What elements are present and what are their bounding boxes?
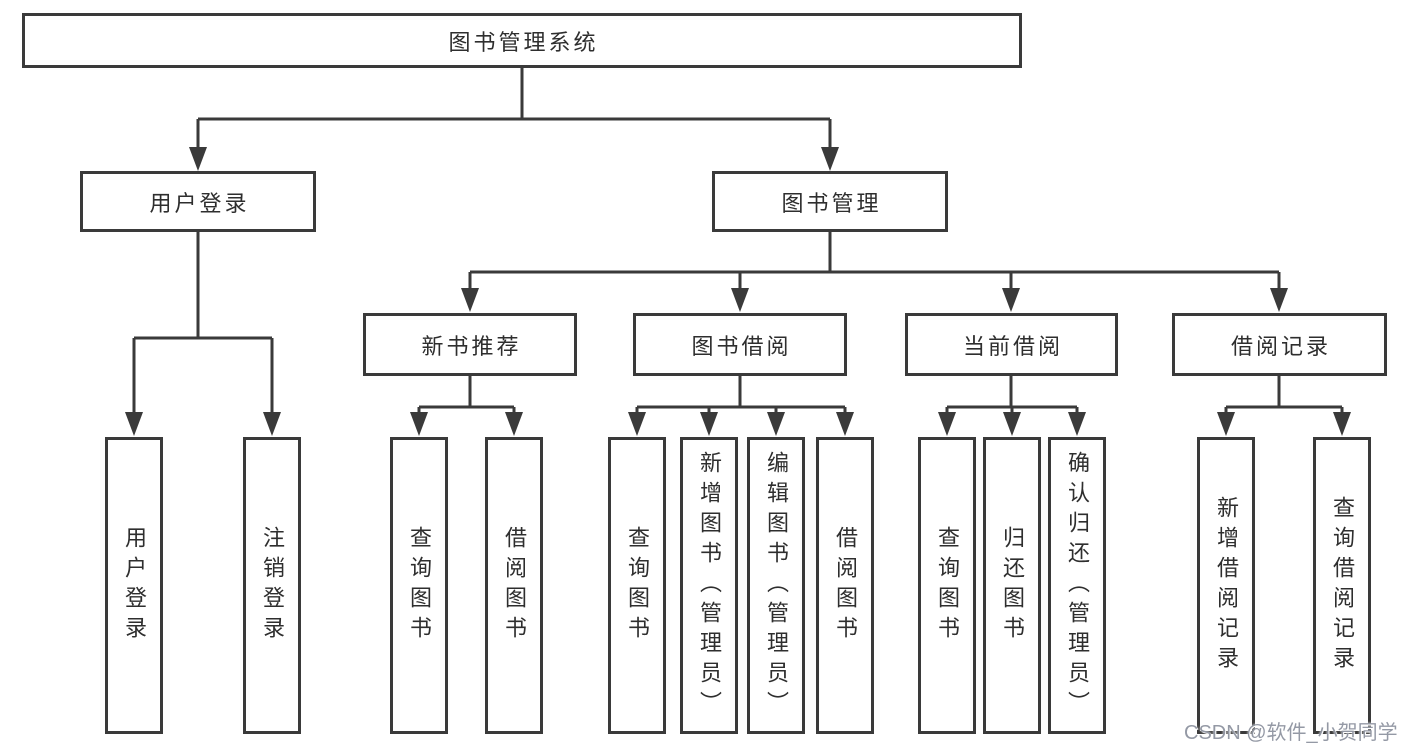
node-label: 查询图书 <box>625 525 650 646</box>
node-root: 图书管理系统 <box>22 13 1022 68</box>
leaf-edit-books-admin: 编辑图书（管理员） <box>747 437 805 734</box>
connector-borrow-record-branch <box>1224 376 1344 416</box>
arrowhead-icon <box>505 412 523 436</box>
arrowhead-icon <box>700 412 718 436</box>
leaf-add-borrow-record: 新增借阅记录 <box>1197 437 1255 734</box>
arrowhead-icon <box>125 412 143 436</box>
node-current-borrow: 当前借阅 <box>905 313 1118 376</box>
node-user-login: 用户登录 <box>80 171 316 232</box>
arrowhead-icon <box>1003 412 1021 436</box>
node-new-book-recommend: 新书推荐 <box>363 313 577 376</box>
leaf-confirm-return-admin: 确认归还（管理员） <box>1048 437 1106 734</box>
node-book-management: 图书管理 <box>712 171 948 232</box>
arrowhead-icon <box>821 147 839 171</box>
node-label: 新增图书（管理员） <box>697 450 722 721</box>
leaf-borrow-books: 借阅图书 <box>816 437 874 734</box>
connector-book-borrow-branch <box>635 376 847 416</box>
arrowhead-icon <box>1333 412 1351 436</box>
node-label: 图书管理 <box>781 190 882 216</box>
node-label: 归还图书 <box>1000 525 1025 646</box>
arrowhead-icon <box>836 412 854 436</box>
arrowhead-icon <box>938 412 956 436</box>
connector-user-login-branch <box>132 232 274 415</box>
leaf-logout: 注销登录 <box>243 437 301 734</box>
node-label: 查询图书 <box>935 525 960 646</box>
node-book-borrow: 图书借阅 <box>633 313 847 376</box>
node-label: 借阅图书 <box>502 525 527 646</box>
leaf-query-books-current: 查询图书 <box>918 437 976 734</box>
node-label: 用户登录 <box>149 190 250 216</box>
arrowhead-icon <box>1002 288 1020 312</box>
arrowhead-icon <box>1068 412 1086 436</box>
node-label: 查询借阅记录 <box>1330 495 1355 676</box>
node-label: 确认归还（管理员） <box>1065 450 1090 721</box>
leaf-return-books: 归还图书 <box>983 437 1041 734</box>
arrowheads <box>125 147 1351 436</box>
node-label: 查询图书 <box>407 525 432 646</box>
arrowhead-icon <box>731 288 749 312</box>
arrowhead-icon <box>263 412 281 436</box>
arrowhead-icon <box>1217 412 1235 436</box>
node-label: 当前借阅 <box>962 333 1063 359</box>
leaf-query-books-recommend: 查询图书 <box>390 437 448 734</box>
watermark: CSDN @软件_小贺同学 <box>1184 722 1398 744</box>
node-label: 新书推荐 <box>421 333 522 359</box>
leaf-query-books-borrow: 查询图书 <box>608 437 666 734</box>
node-label: 图书管理系统 <box>448 29 599 55</box>
node-label: 编辑图书（管理员） <box>764 450 789 721</box>
node-label: 用户登录 <box>122 525 147 646</box>
leaf-query-borrow-record: 查询借阅记录 <box>1313 437 1371 734</box>
node-label: 借阅记录 <box>1230 333 1331 359</box>
connector-current-borrow-branch <box>945 376 1079 416</box>
node-label: 图书借阅 <box>691 333 792 359</box>
arrowhead-icon <box>461 288 479 312</box>
connector-new-book-branch <box>417 376 516 416</box>
leaf-user-login: 用户登录 <box>105 437 163 734</box>
connector-root-to-level1 <box>196 68 832 151</box>
leaf-add-books-admin: 新增图书（管理员） <box>680 437 738 734</box>
arrowhead-icon <box>189 147 207 171</box>
node-label: 借阅图书 <box>833 525 858 646</box>
arrowhead-icon <box>1270 288 1288 312</box>
node-borrow-records: 借阅记录 <box>1172 313 1387 376</box>
connector-book-management-branch <box>468 232 1281 292</box>
node-label: 注销登录 <box>260 525 285 646</box>
leaf-borrow-books-recommend: 借阅图书 <box>485 437 543 734</box>
arrowhead-icon <box>628 412 646 436</box>
node-label: 新增借阅记录 <box>1214 495 1239 676</box>
arrowhead-icon <box>410 412 428 436</box>
arrowhead-icon <box>767 412 785 436</box>
